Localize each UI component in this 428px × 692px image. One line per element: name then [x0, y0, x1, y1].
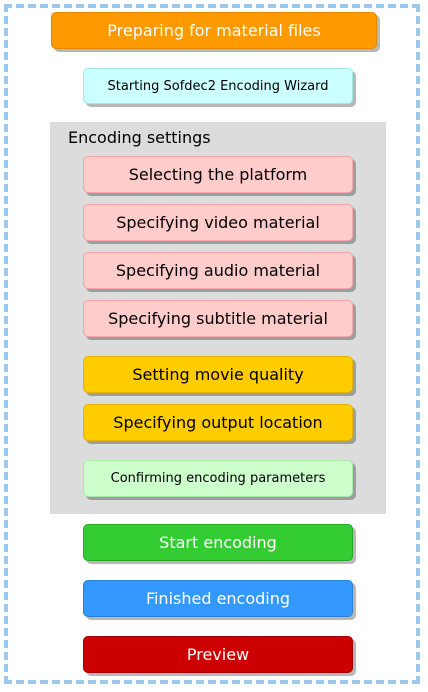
step-starting-wizard: Starting Sofdec2 Encoding Wizard	[83, 68, 353, 104]
step-confirming-encoding-parameters: Confirming encoding parameters	[83, 460, 353, 497]
step-preparing-material-files: Preparing for material files	[51, 12, 377, 49]
step-specifying-audio-material: Specifying audio material	[83, 252, 353, 289]
step-setting-movie-quality: Setting movie quality	[83, 356, 353, 393]
step-specifying-output-location: Specifying output location	[83, 404, 353, 441]
encoding-settings-title: Encoding settings	[68, 128, 211, 147]
step-finished-encoding: Finished encoding	[83, 580, 353, 617]
step-selecting-platform: Selecting the platform	[83, 156, 353, 193]
step-specifying-video-material: Specifying video material	[83, 204, 353, 241]
step-start-encoding: Start encoding	[83, 524, 353, 561]
step-preview: Preview	[83, 636, 353, 673]
step-specifying-subtitle-material: Specifying subtitle material	[83, 300, 353, 337]
dashed-frame	[4, 4, 420, 684]
